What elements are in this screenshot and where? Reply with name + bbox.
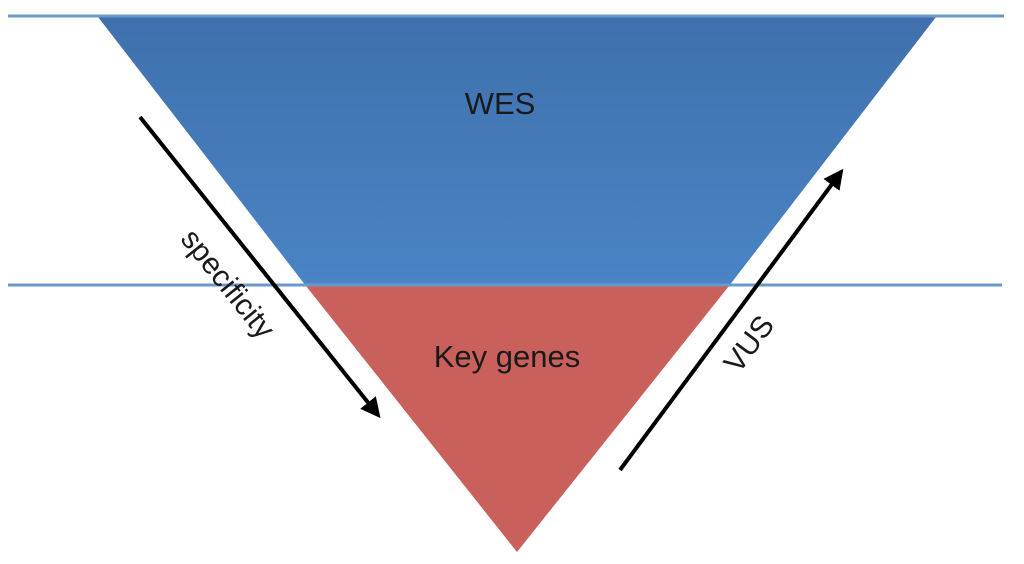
key-genes-label: Key genes — [434, 339, 581, 374]
specificity-arrow — [138, 115, 381, 419]
key-genes-section — [306, 286, 729, 552]
vus-label: VUS — [718, 310, 781, 379]
wes-section — [98, 17, 936, 286]
vus-arrow — [618, 168, 844, 472]
wes-label: WES — [465, 86, 536, 121]
